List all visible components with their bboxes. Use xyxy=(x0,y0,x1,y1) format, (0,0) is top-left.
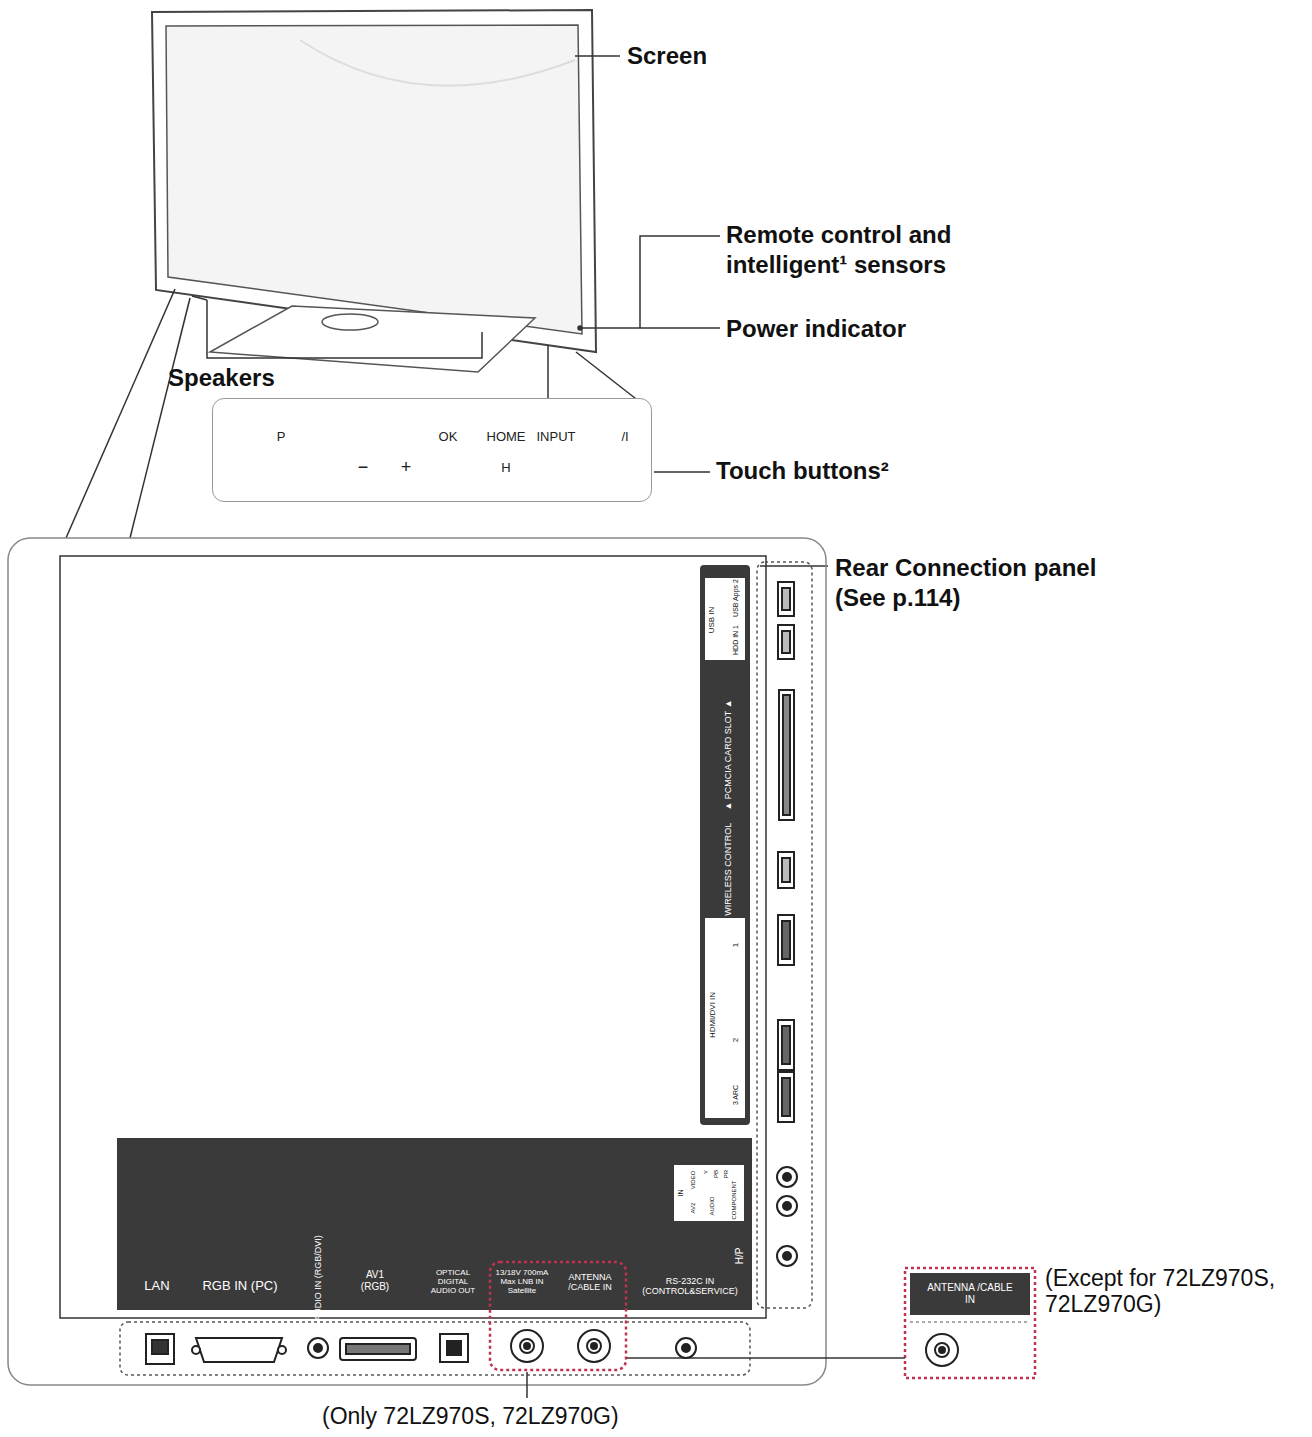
button-label: HOME xyxy=(487,429,526,444)
port-label: 13/18V 700mA Max LNB IN Satellite xyxy=(494,1268,550,1296)
port-label: 1 xyxy=(731,943,740,947)
button-label: + xyxy=(401,457,412,478)
port-label: AUDIO IN (RGB/DVI) xyxy=(313,1235,323,1321)
port-label: PB xyxy=(713,1170,720,1178)
callout-label: Screen xyxy=(627,42,707,70)
port-label: PR xyxy=(723,1170,730,1178)
port-label: ▲ PCMCIA CARD SLOT ▲ xyxy=(723,699,733,810)
button-label: OK xyxy=(439,429,458,444)
button-label: P xyxy=(277,429,286,444)
button-label: INPUT xyxy=(537,429,576,444)
port-label: 2 xyxy=(731,1038,740,1042)
port-label: OPTICAL DIGITAL AUDIO OUT xyxy=(430,1268,476,1296)
port-label: USB IN xyxy=(707,607,716,634)
port-label: HDD IN 1 xyxy=(732,625,740,655)
port-label: AV1 (RGB) xyxy=(354,1269,396,1292)
port-label: ANTENNA /CABLE IN xyxy=(925,1282,1015,1305)
port-label: AV2 xyxy=(690,1203,697,1214)
callout-label: Touch buttons² xyxy=(716,457,889,485)
port-label: IN xyxy=(677,1190,685,1197)
callout-label: (Only 72LZ970S, 72LZ970G) xyxy=(322,1403,619,1429)
port-label: H/P xyxy=(734,1248,746,1265)
port-label: COMPONENT xyxy=(731,1181,738,1220)
callout-label: Speakers xyxy=(168,364,275,392)
callout-label: Power indicator xyxy=(726,315,906,343)
port-label: Y xyxy=(703,1170,710,1174)
port-label: ANTENNA /CABLE IN xyxy=(562,1272,618,1293)
port-label: AUDIO xyxy=(709,1196,716,1215)
port-label: ▲ WIRELESS CONTROL xyxy=(723,823,733,927)
port-label: RGB IN (PC) xyxy=(202,1279,277,1294)
callout-label: Rear Connection panel (See p.114) xyxy=(835,553,1135,613)
port-label: LAN xyxy=(144,1279,169,1294)
port-label: 3 ARC xyxy=(732,1085,740,1105)
port-label: HDMI/DVI IN xyxy=(708,992,717,1038)
port-label: RS-232C IN (CONTROL&SERVICE) xyxy=(630,1276,750,1297)
button-label: H xyxy=(501,460,510,475)
touch-button-panel: P OK HOME INPUT/I − + H xyxy=(212,398,652,502)
button-label: − xyxy=(358,457,369,478)
port-label: USB Apps 2 xyxy=(732,579,740,617)
callout-label: Remote control and intelligent¹ sensors xyxy=(726,220,988,280)
port-label: VIDEO xyxy=(690,1171,697,1190)
callout-label: (Except for 72LZ970S, 72LZ970G) xyxy=(1045,1265,1307,1318)
button-label: /I xyxy=(621,429,628,444)
